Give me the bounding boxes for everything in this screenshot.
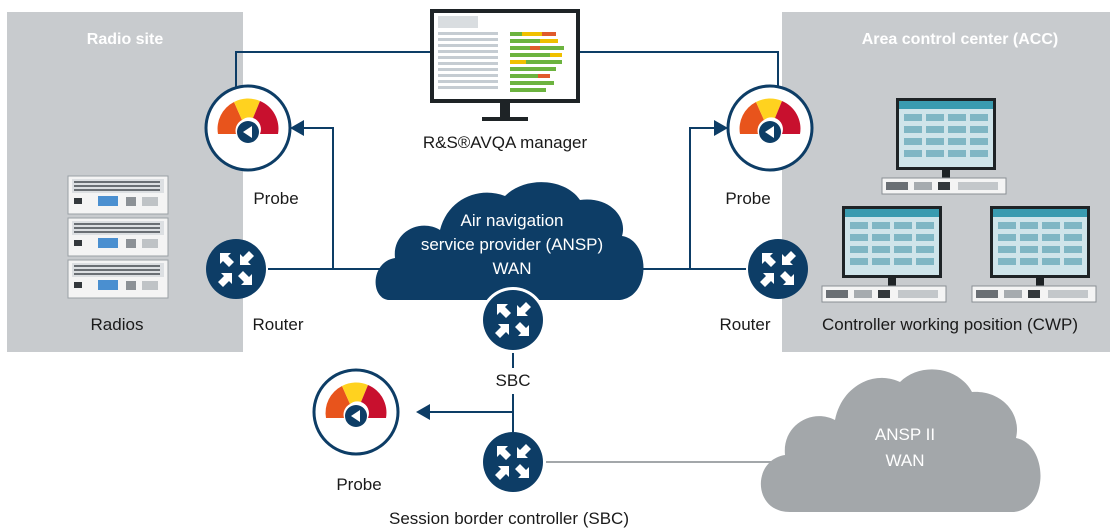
session-border-controller-label: Session border controller (SBC) [389,509,629,528]
ansp-cloud-line3: WAN [492,259,531,278]
router-right-label: Router [719,315,770,334]
probe-right-label: Probe [725,189,770,208]
ansp-cloud-line1: Air navigation [460,211,563,230]
ansp2-wan-cloud [760,369,1041,512]
ansp-wan-cloud [375,182,644,300]
probe-right-icon [726,84,814,172]
router-right-icon [748,239,808,299]
router-left-icon [206,239,266,299]
sbc-label: SBC [496,371,531,390]
avqa-manager-monitor [430,9,580,121]
connection-lines [235,51,779,432]
avqa-manager-label: R&S®AVQA manager [423,133,588,152]
probe-left-label: Probe [253,189,298,208]
probe-left-icon [204,84,292,172]
ansp-cloud-line2: service provider (ANSP) [421,235,603,254]
probe-bottom-icon [312,368,400,456]
arrow-heads [290,120,728,420]
session-border-router-icon [483,432,543,492]
router-left-label: Router [252,315,303,334]
ansp2-cloud-line1: ANSP II [875,425,935,444]
ansp2-cloud-line2: WAN [885,451,924,470]
probe-bottom-label: Probe [336,475,381,494]
cwp-label: Controller working position (CWP) [822,315,1078,334]
radio-units [67,175,169,299]
sbc-router-icon [480,287,546,353]
radio-site-title: Radio site [87,31,164,48]
radios-label: Radios [91,315,144,334]
acc-title: Area control center (ACC) [862,31,1058,48]
